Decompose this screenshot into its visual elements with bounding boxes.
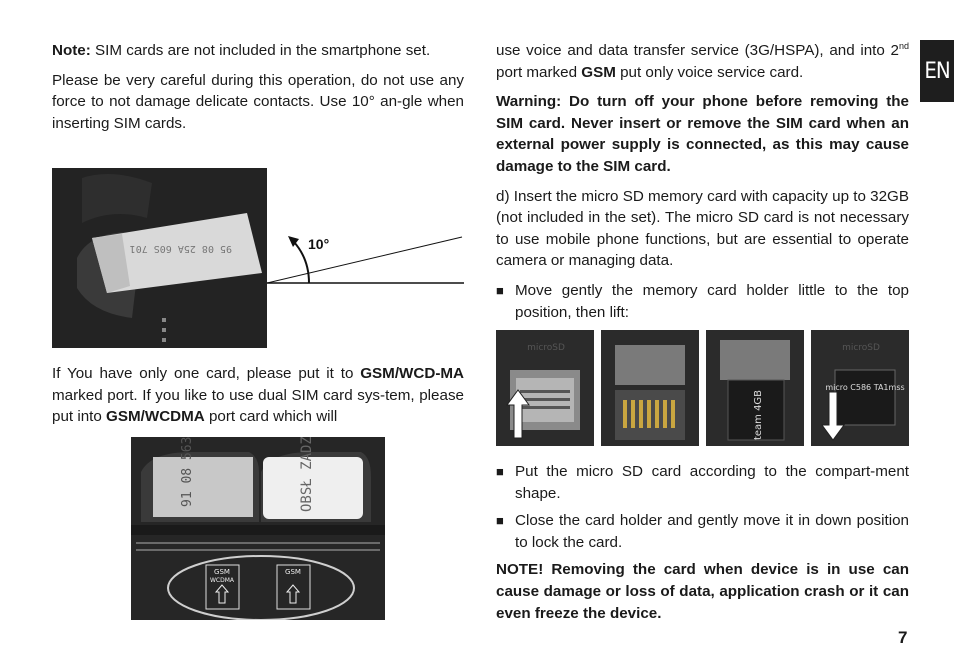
careful-paragraph: Please be very careful during this opera… [52,71,464,132]
sd-paragraph: d) Insert the micro SD memory card with … [496,187,909,270]
continuation-text-b: port marked [496,63,582,81]
sd-brand-4: microSD [842,343,880,353]
dual-sim-bold-2: GSM/WCDMA [106,408,205,426]
note-paragraph: Note: SIM cards are not included in the … [52,40,464,62]
page-number: 7 [898,628,908,647]
continuation-text-a: use voice and data transfer service (3G/… [496,42,899,59]
sd-photo-2-graphic [601,330,699,446]
continuation-bold: GSM [581,63,616,81]
sd-photo-1: microSD [496,330,594,446]
dotted-band [136,542,380,551]
sd-photo-3-graphic: team 4GB [706,330,804,446]
sim-slot-photo: 91 08 563 053 0 OBSŁ ZADZ GSM WCDMA GSM [131,437,385,620]
bullet-square-icon: ■ [496,464,504,479]
right-column: use voice and data transfer service (3G/… [496,40,909,329]
bullet-item: ■ Put the micro SD card according to the … [496,461,909,504]
sd-photo-3: team 4GB [706,330,804,446]
sd-card-4-label: micro C586 TA1mss [825,383,904,392]
warning-paragraph: Warning: Do turn off your phone before r… [496,93,909,175]
dual-sim-text-2: marked port. If you like to use dual SIM… [52,386,464,426]
dual-sim-paragraph: If You have only one card, please put it… [52,363,464,428]
sd-photo-4-graphic: microSD micro C586 TA1mss [811,330,909,446]
note-text: SIM cards are not included in the smartp… [90,42,431,59]
slot-1-arrow-icon [214,584,230,604]
dual-sim-text-3: port card which will [204,408,338,426]
dual-sim-bold-1: GSM/WCD-MA [360,365,464,382]
arrow-down-icon [821,391,845,441]
sd-photo-2 [601,330,699,446]
sim-print-1: 91 08 563 053 0 [180,437,195,507]
sim-card-print: 95 08 25A 60S 701 [130,243,232,254]
bullet-item: ■ Move gently the memory card holder litt… [496,280,909,323]
dual-sim-text: If You have only one card, please put it… [52,363,464,436]
sim-slot-illustration: 91 08 563 053 0 OBSŁ ZADZ GSM WCDMA GSM [131,437,385,620]
sd-photo-1-graphic: microSD [496,330,594,446]
bullet-item: ■ Close the card holder and gently move i… [496,510,909,553]
note-label: Note: [52,42,91,59]
sim-angle-illustration: 95 08 25A 60S 701 [52,168,267,348]
continuation-text-c: put only voice service card. [615,63,804,81]
bullet-text: Put the micro SD card according to the c… [515,463,909,502]
language-tab-label: EN [924,58,950,84]
bullet-text: Close the card holder and gently move it… [515,512,909,551]
slot-label-gsm-1: GSM [214,568,230,576]
right-column-lower: ■ Put the micro SD card according to the … [496,461,909,632]
final-note: NOTE! Removing the card when device is i… [496,561,909,622]
sd-card-3-label: team 4GB [753,390,764,440]
sd-brand-1: microSD [527,343,565,353]
bullet-text: Move gently the memory card holder littl… [515,281,909,321]
dual-sim-text-1: If You have only one card, please put it… [52,365,361,382]
continuation-paragraph: use voice and data transfer service (3G/… [496,40,909,83]
arrow-up-icon [506,389,530,439]
slot-label-wcdma: WCDMA [210,577,235,584]
contact-dots [162,318,166,342]
angle-label: 10° [308,236,329,252]
slot-label-gsm-2: GSM [285,568,301,576]
sd-photo-4: microSD micro C586 TA1mss [811,330,909,446]
language-tab: EN [920,40,954,102]
bullet-square-icon: ■ [496,282,504,298]
bullet-square-icon: ■ [496,513,504,529]
ordinal-sup: nd [898,40,909,51]
slot-2-arrow-icon [285,584,301,604]
sim-print-2: OBSŁ ZADZ [299,437,315,512]
left-column: Note: SIM cards are not included in the … [52,40,464,142]
sim-angle-photo: 95 08 25A 60S 701 [52,168,267,348]
angle-diagram: 10° [267,236,464,284]
